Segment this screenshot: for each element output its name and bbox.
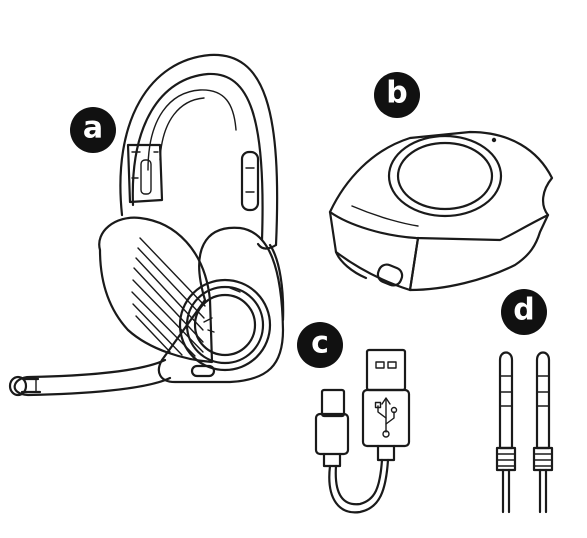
label-badge-b: b	[374, 72, 420, 118]
label-d: d	[513, 293, 534, 328]
usb-transmitter-icon	[328, 130, 554, 292]
label-badge-d: d	[501, 289, 547, 335]
headset-icon	[8, 53, 285, 397]
label-b: b	[386, 76, 407, 111]
label-c: c	[311, 326, 329, 361]
usb-cable-icon	[314, 348, 411, 514]
label-badge-a: a	[70, 107, 116, 153]
label-badge-c: c	[297, 322, 343, 368]
audio-jack-cable-icon	[495, 351, 554, 514]
label-a: a	[83, 111, 103, 146]
